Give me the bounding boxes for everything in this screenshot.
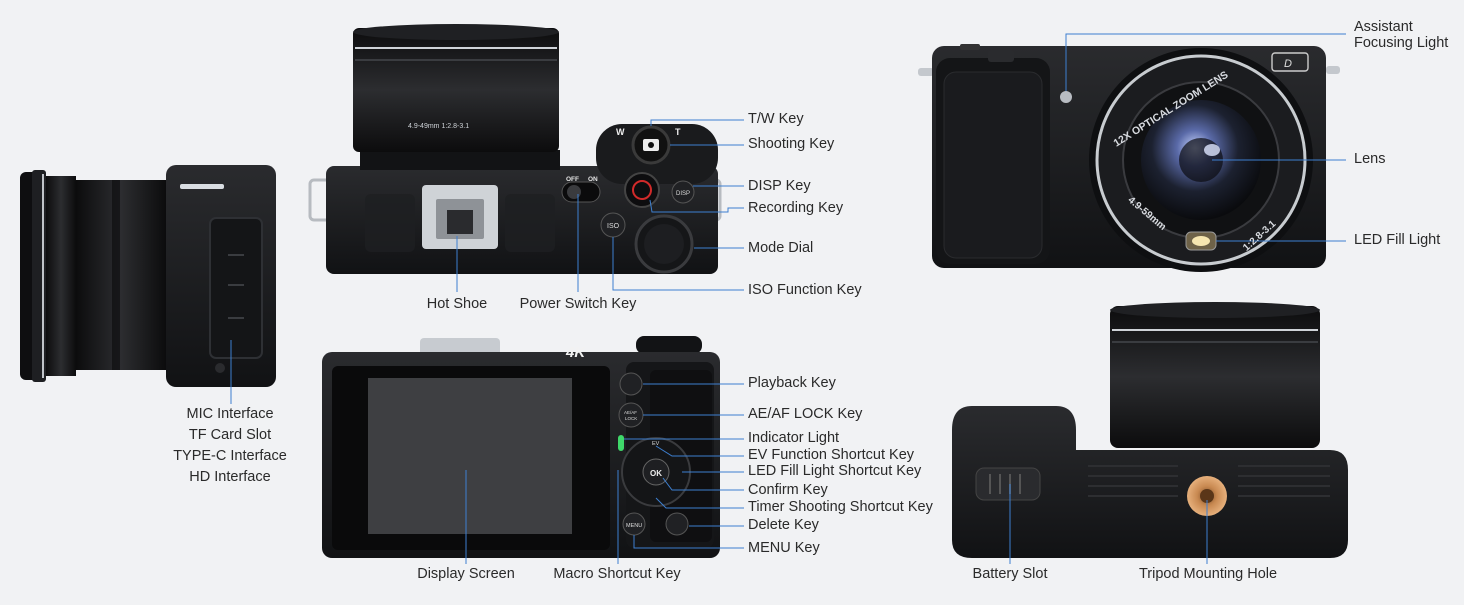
lock-marking-text: LOCK <box>625 416 637 421</box>
menu-marking-text: MENU <box>626 523 642 529</box>
rear-4k-text: 4K <box>565 344 586 361</box>
label-battery-slot: Battery Slot <box>972 566 1048 582</box>
label-shooting-key: Shooting Key <box>748 136 835 152</box>
label-tripod-mounting-hole: Tripod Mounting Hole <box>1138 566 1278 582</box>
label-macro-shortcut-key: Macro Shortcut Key <box>553 566 681 582</box>
label-recording-key: Recording Key <box>748 200 844 216</box>
zoom-w-text: W <box>616 127 625 137</box>
label-led-fill-light-shortcut-key: LED Fill Light Shortcut Key <box>748 463 922 479</box>
label-hd-interface: HD Interface <box>189 469 271 485</box>
top-lens-spec-text: 4.9-49mm 1:2.8-3.1 <box>408 123 469 130</box>
bottom-view-camera <box>952 302 1348 558</box>
label-disp-key: DISP Key <box>748 178 811 194</box>
leader-lines <box>230 33 1346 564</box>
label-mic-interface: MIC Interface <box>186 406 274 422</box>
disp-marking-text: DISP <box>676 191 690 197</box>
label-mode-dial: Mode Dial <box>748 240 814 256</box>
top-view-camera <box>308 24 722 274</box>
label-display-screen: Display Screen <box>417 566 515 582</box>
label-tw-key: T/W Key <box>748 111 804 127</box>
zoom-t-text: T <box>675 127 681 137</box>
label-ae-af-lock-key: AE/AF LOCK Key <box>748 406 863 422</box>
label-assistant-focusing-light-line2: Focusing Light <box>1354 35 1449 51</box>
side-view-camera <box>20 165 276 387</box>
switch-off-text: OFF <box>566 176 579 183</box>
switch-on-text: ON <box>588 176 598 183</box>
label-timer-shooting-shortcut-key: Timer Shooting Shortcut Key <box>748 499 933 515</box>
label-indicator-light: Indicator Light <box>748 430 840 446</box>
iso-marking-text: ISO <box>607 223 620 230</box>
label-playback-key: Playback Key <box>748 375 836 391</box>
label-delete-key: Delete Key <box>748 517 819 533</box>
label-lens: Lens <box>1354 151 1386 167</box>
label-type-c-interface: TYPE-C Interface <box>173 448 287 464</box>
front-view-camera <box>918 44 1340 272</box>
rear-view-camera <box>322 336 720 558</box>
label-hot-shoe: Hot Shoe <box>426 296 488 312</box>
label-menu-key: MENU Key <box>748 540 820 556</box>
label-confirm-key: Confirm Key <box>748 482 828 498</box>
label-assistant-focusing-light-line1: Assistant <box>1354 19 1413 35</box>
label-ev-function-shortcut-key: EV Function Shortcut Key <box>748 447 915 463</box>
label-iso-function-key: ISO Function Key <box>748 282 862 298</box>
ev-marking-text: EV <box>652 441 660 447</box>
label-led-fill-light: LED Fill Light <box>1354 232 1441 248</box>
label-power-switch-key: Power Switch Key <box>519 296 637 312</box>
brand-mark-text: D <box>1284 58 1292 70</box>
ae-af-marking-text: AE/AF <box>624 410 637 415</box>
ok-marking-text: OK <box>650 469 662 478</box>
label-tf-card-slot: TF Card Slot <box>188 427 272 443</box>
